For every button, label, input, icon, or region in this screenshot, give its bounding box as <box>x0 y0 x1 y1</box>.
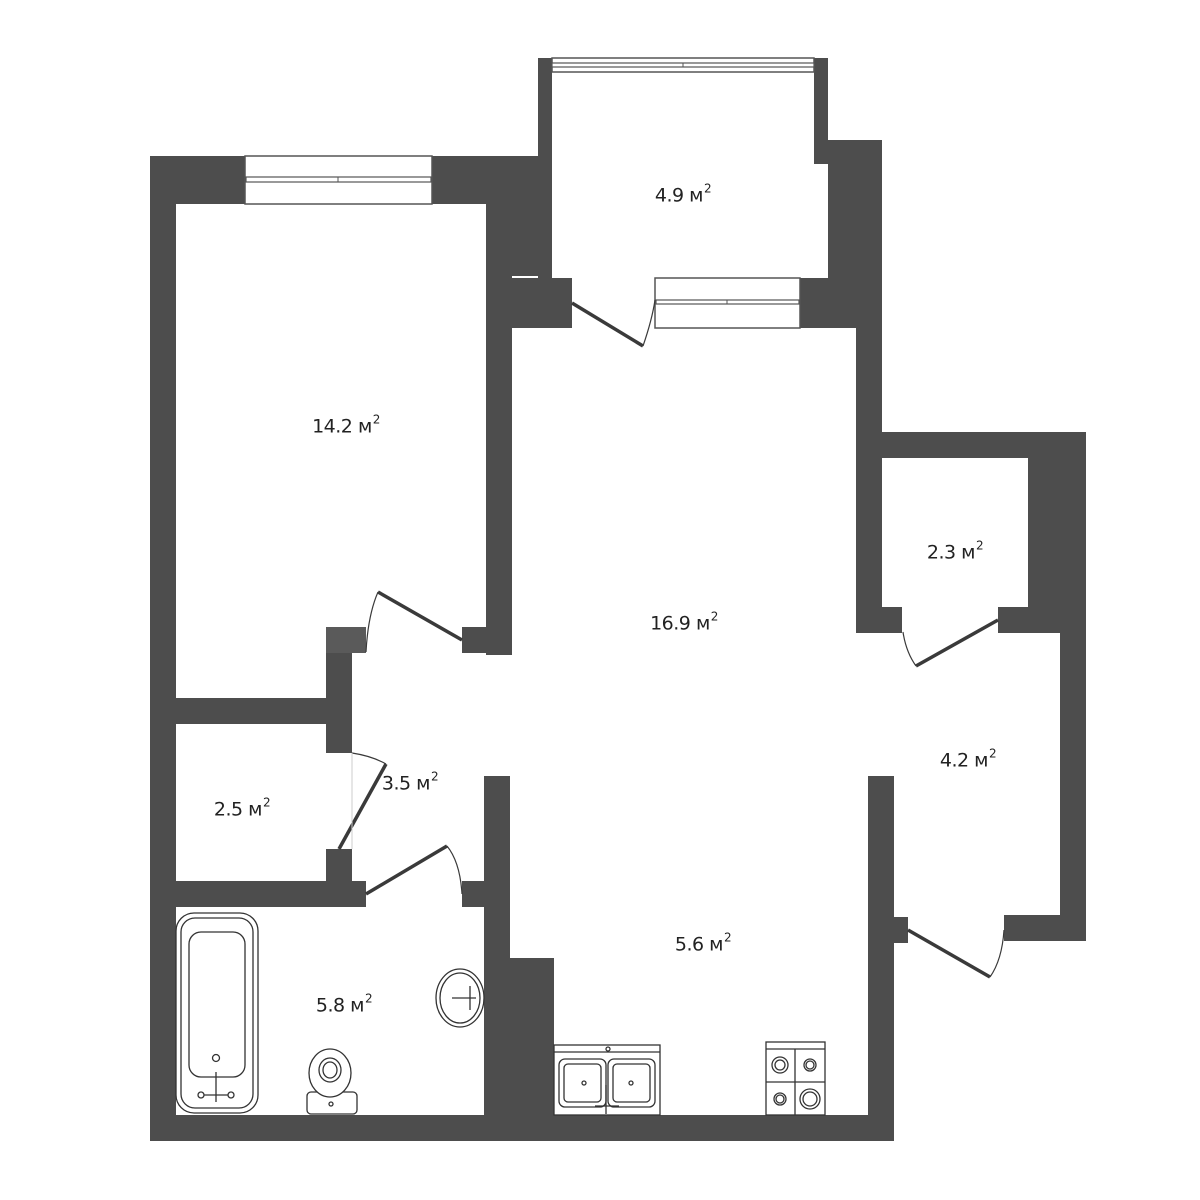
kitchen-sink-icon <box>553 1044 661 1116</box>
wall-outer-left <box>150 156 176 1141</box>
room-label-closet: 2.3 м2 <box>926 538 984 564</box>
wall-hall-left-upper-cap <box>326 627 366 653</box>
window-balcony-inner <box>654 277 801 329</box>
bathtub-icon <box>175 912 259 1114</box>
wall-entry-door-stub <box>894 917 908 943</box>
wall-bedroom-right-upper <box>486 156 540 276</box>
door-storage[interactable] <box>337 752 388 850</box>
wall-balcony-left-pillar <box>512 278 572 328</box>
door-bathroom[interactable] <box>365 844 463 896</box>
washbasin-icon <box>435 968 485 1028</box>
door-closet[interactable] <box>902 618 999 668</box>
wall-closet-bottom-left <box>856 607 902 633</box>
wall-storage-door-stub <box>326 849 352 907</box>
wall-bath-door-stub <box>462 881 510 907</box>
door-bedroom[interactable] <box>365 590 463 653</box>
room-label-balcony: 4.9 м2 <box>654 181 712 207</box>
stove-icon <box>765 1041 826 1116</box>
room-label-living-room: 16.9 м2 <box>650 609 718 635</box>
wall-bedroom-bottom <box>176 698 352 724</box>
room-label-bedroom: 14.2 м2 <box>312 412 380 438</box>
wall-bedroom-right <box>486 270 512 655</box>
room-label-hallway: 3.5 м2 <box>381 769 439 795</box>
wall-bath-right <box>484 776 510 1141</box>
room-label-storage: 2.5 м2 <box>213 795 271 821</box>
toilet-icon <box>306 1048 358 1115</box>
wall-kitchen-right <box>868 776 894 1141</box>
wall-kitchen-pillar <box>510 958 554 1141</box>
door-balcony[interactable] <box>571 299 656 348</box>
room-label-entry-hall: 4.2 м2 <box>939 746 997 772</box>
room-label-bathroom: 5.8 м2 <box>315 991 373 1017</box>
wall-entry-right <box>1060 607 1086 941</box>
room-label-kitchen: 5.6 м2 <box>674 930 732 956</box>
wall-top-left <box>150 156 245 204</box>
wall-closet-right <box>1028 432 1086 632</box>
wall-balcony-left <box>538 58 552 278</box>
window-bedroom <box>244 155 433 205</box>
wall-bedroom-door-stub-right <box>462 627 512 653</box>
window-balcony-outer <box>551 57 815 73</box>
wall-entry-bottom <box>1004 915 1086 941</box>
wall-balcony-right <box>814 58 828 164</box>
door-entry[interactable] <box>907 928 1005 979</box>
